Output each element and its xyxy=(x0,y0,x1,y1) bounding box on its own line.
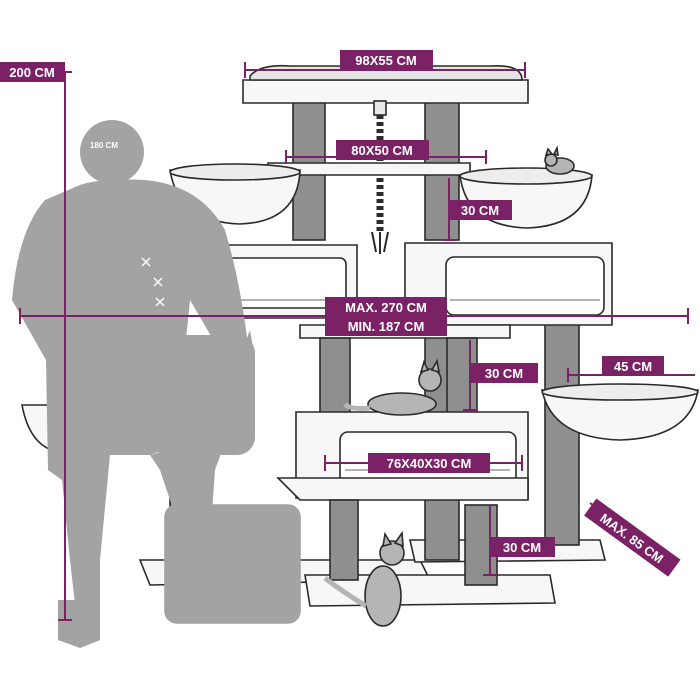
post-mid-label: 30 CM xyxy=(485,366,523,381)
upper-left-box xyxy=(214,244,358,319)
shirt-marks xyxy=(141,257,165,307)
hammock-rim xyxy=(541,383,699,401)
top-platform xyxy=(242,79,529,104)
hammock-label: 45 CM xyxy=(614,359,652,374)
post-mid-pill xyxy=(470,363,538,383)
hammock-pill xyxy=(602,356,664,376)
width-min-label: MIN. 187 CM xyxy=(348,319,425,334)
width-max-pill xyxy=(325,297,447,317)
person-silhouette-icon xyxy=(12,120,255,649)
width-min-pill xyxy=(325,316,447,336)
left-bowl-rim xyxy=(169,163,301,181)
depth-pill-group: MAX. 85 CM xyxy=(584,498,681,577)
post-bottom-pill xyxy=(490,537,555,557)
post-top-label: 30 CM xyxy=(461,203,499,218)
labels: 200 CM 180 CM 98X55 CM 80X50 CM 30 CM MA… xyxy=(0,50,681,577)
hammock xyxy=(541,389,699,441)
post xyxy=(329,499,359,581)
rope-holder xyxy=(373,100,387,116)
cat-top xyxy=(544,145,575,175)
cave-pill xyxy=(368,453,490,473)
width-max-label: MAX. 270 CM xyxy=(345,300,427,315)
cave-label: 76X40X30 CM xyxy=(387,456,472,471)
top-platform-pill xyxy=(340,50,433,70)
post xyxy=(544,319,580,546)
height-total-label: 200 CM xyxy=(9,65,55,80)
person-height-label: 180 CM xyxy=(90,141,118,150)
post-bottom-label: 30 CM xyxy=(503,540,541,555)
second-platform-pill xyxy=(336,140,429,160)
cat-lying xyxy=(343,358,442,416)
second-platform-label: 80X50 CM xyxy=(351,143,412,158)
cat-tree xyxy=(21,64,699,627)
cave-base xyxy=(276,477,529,501)
upper-right-box xyxy=(404,242,613,326)
cat-sitting xyxy=(323,530,405,627)
post-top-pill xyxy=(449,200,512,220)
depth-label: MAX. 85 CM xyxy=(597,510,666,566)
top-platform-label: 98X55 CM xyxy=(355,53,416,68)
height-total-pill xyxy=(0,62,65,82)
depth-pill xyxy=(584,498,681,577)
rope-tassel xyxy=(371,231,389,254)
